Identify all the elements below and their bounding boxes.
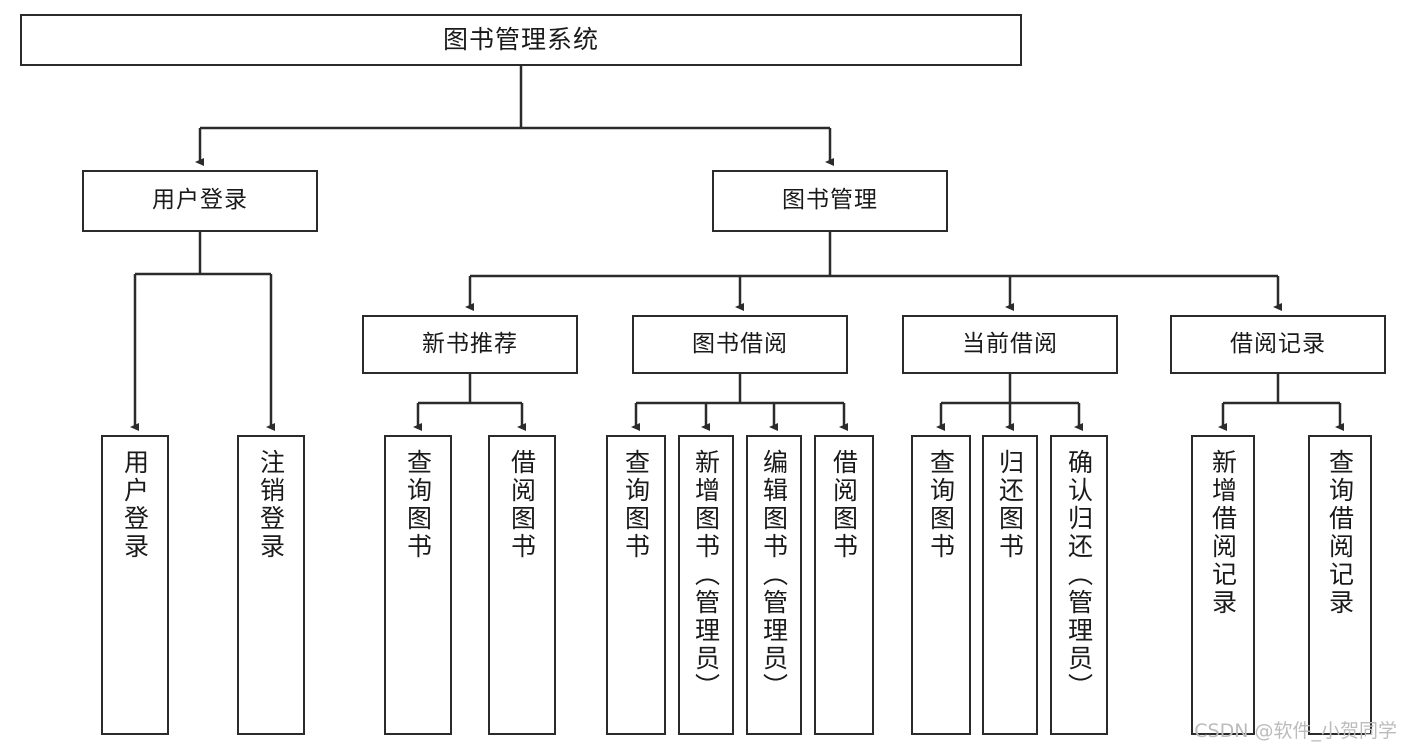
node-root-library-system[interactable]: 图书管理系统 [20,14,1022,66]
node-book-borrow[interactable]: 图书借阅 [632,315,848,374]
node-label: 查询图书 [621,449,651,561]
node-label: 确认归还（管理员） [1064,449,1094,701]
leaf-user-login[interactable]: 用户登录 [101,435,169,735]
leaf-edit-book-admin[interactable]: 编辑图书（管理员） [746,435,802,735]
leaf-return-book[interactable]: 归还图书 [982,435,1038,735]
leaf-add-borrow-record[interactable]: 新增借阅记录 [1191,435,1255,735]
csdn-watermark: CSDN @软件_小贺同学 [1194,720,1397,742]
leaf-confirm-return-admin[interactable]: 确认归还（管理员） [1050,435,1108,735]
node-label: 图书管理 [782,187,878,214]
node-label: 借阅图书 [829,449,859,561]
leaf-query-book-current[interactable]: 查询图书 [911,435,971,735]
node-borrow-record[interactable]: 借阅记录 [1170,315,1386,374]
node-user-login[interactable]: 用户登录 [82,170,318,232]
leaf-query-book-recommend[interactable]: 查询图书 [384,435,452,735]
node-label: 借阅图书 [507,449,537,561]
node-label: 用户登录 [120,449,150,561]
leaf-query-borrow-record[interactable]: 查询借阅记录 [1308,435,1372,735]
node-label: 用户登录 [152,187,248,214]
leaf-borrow-book-borrow[interactable]: 借阅图书 [814,435,874,735]
node-label: 新增借阅记录 [1208,449,1238,617]
node-label: 编辑图书（管理员） [759,449,789,701]
node-book-management[interactable]: 图书管理 [712,170,948,232]
node-current-borrow[interactable]: 当前借阅 [902,315,1118,374]
node-label: 新书推荐 [422,330,518,357]
node-label: 借阅记录 [1230,330,1326,357]
node-label: 注销登录 [256,449,286,561]
leaf-add-book-admin[interactable]: 新增图书（管理员） [678,435,734,735]
node-new-book-recommend[interactable]: 新书推荐 [362,315,578,374]
node-label: 查询借阅记录 [1325,449,1355,617]
node-label: 新增图书（管理员） [691,449,721,701]
leaf-borrow-book-recommend[interactable]: 借阅图书 [488,435,556,735]
leaf-logout-login[interactable]: 注销登录 [237,435,305,735]
node-label: 查询图书 [926,449,956,561]
node-label: 图书借阅 [692,330,788,357]
node-label: 归还图书 [995,449,1025,561]
leaf-query-book-borrow[interactable]: 查询图书 [606,435,666,735]
node-label: 图书管理系统 [442,25,599,55]
node-label: 当前借阅 [962,330,1058,357]
node-label: 查询图书 [403,449,433,561]
